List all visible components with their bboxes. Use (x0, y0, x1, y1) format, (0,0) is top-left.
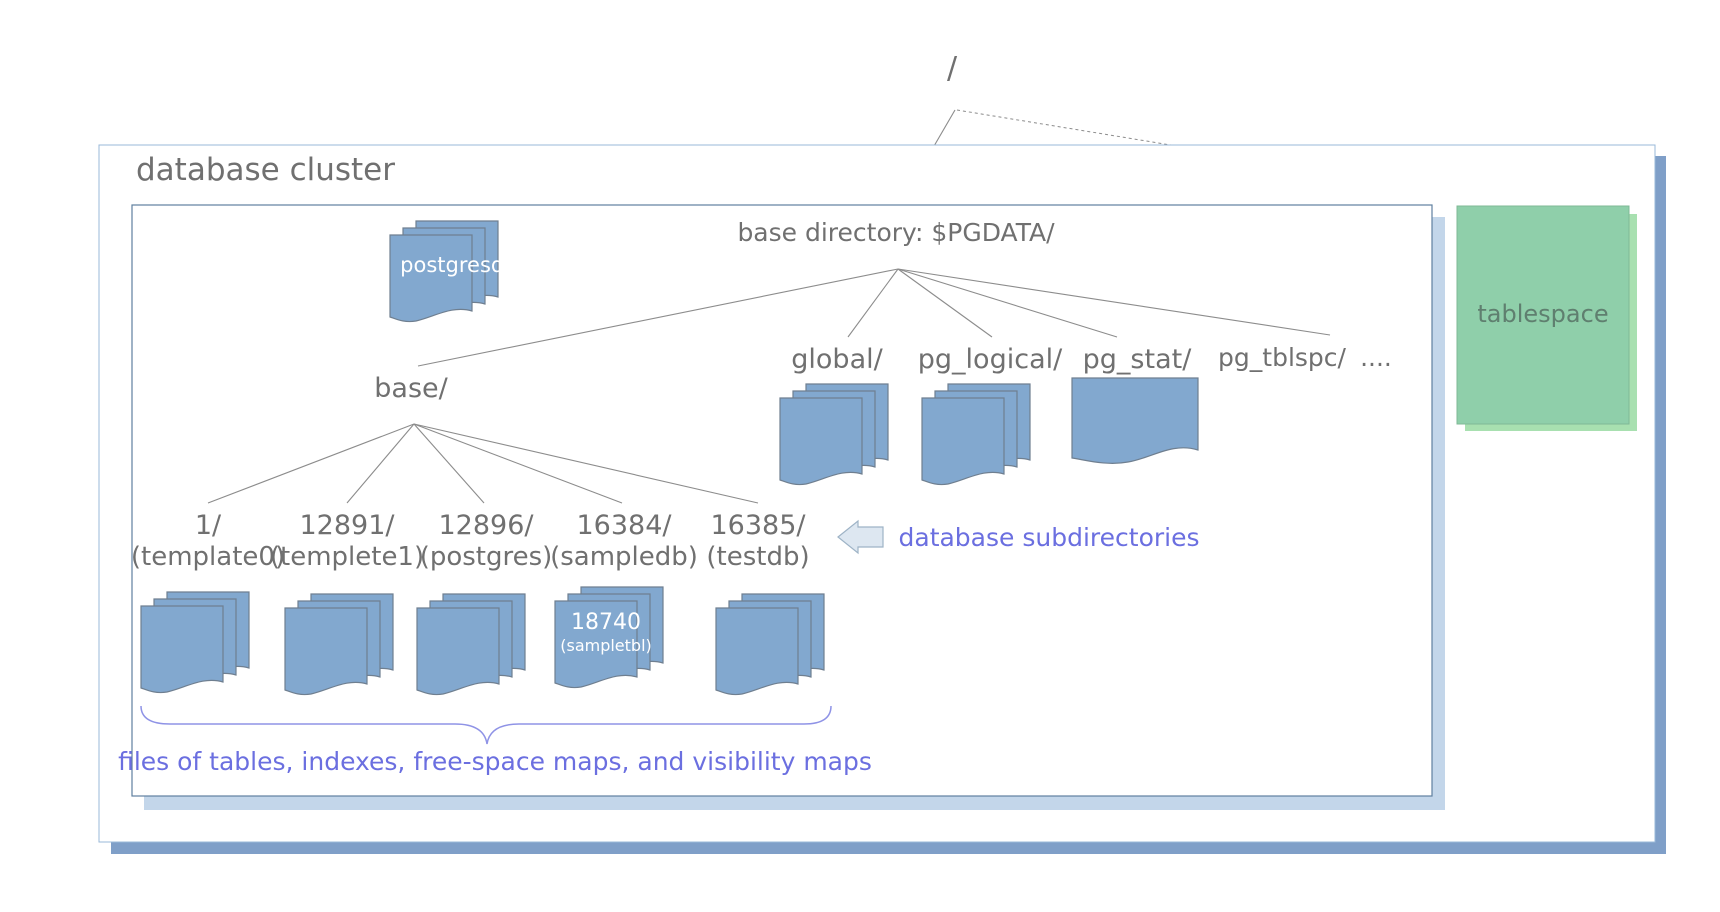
database-subdir-oid: 12891/ (300, 510, 396, 541)
sampletbl-file-name: (sampletbl) (560, 636, 652, 655)
files-annotation: files of tables, indexes, free-space map… (118, 747, 872, 776)
database-cluster-title: database cluster (136, 152, 395, 188)
database-subdir-oid: 1/ (195, 510, 222, 541)
subdir-global-label: global/ (791, 344, 883, 375)
subdir-pg-stat-label: pg_stat/ (1083, 344, 1193, 375)
subdir-pg-tblspc-label: pg_tblspc/ (1218, 343, 1346, 372)
database-subdir-1: 1/ (template0) (131, 510, 285, 572)
root-directory-label: / (947, 51, 958, 86)
pgdata-subdir-edges (417, 268, 1331, 367)
tablespace-box (1456, 205, 1637, 431)
database-subdirectories-annotation: database subdirectories (899, 523, 1200, 552)
database-subdir-12896: 12896/ (postgres) (420, 510, 553, 572)
database-subdir-16385: 16385/ (testdb) (706, 510, 809, 572)
subdir-more-label: .... (1360, 343, 1392, 372)
database-subdir-12891: 12891/ (templete1) (270, 510, 424, 572)
database-subdir-name: (sampledb) (550, 542, 698, 572)
database-subdir-name: (testdb) (706, 542, 809, 572)
database-subdir-oid: 16384/ (577, 510, 673, 541)
base-directory-label: base directory: $PGDATA/ (737, 218, 1055, 247)
postgresql-conf-label: postgresql.conf (400, 253, 562, 277)
tablespace-label: tablespace (1477, 300, 1608, 328)
database-subdir-oid: 16385/ (711, 510, 807, 541)
database-subdir-16384: 16384/ (sampledb) (550, 510, 698, 572)
database-subdir-name: (templete1) (270, 542, 424, 572)
subdir-pg-logical-label: pg_logical/ (918, 344, 1063, 375)
sampletbl-file-oid: 18740 (571, 610, 641, 635)
base-subdir-edges (207, 423, 759, 504)
database-subdir-name: (postgres) (420, 542, 553, 572)
database-subdir-oid: 12896/ (439, 510, 535, 541)
left-arrow-icon (837, 519, 884, 555)
subdir-base-label: base/ (374, 373, 448, 404)
curly-brace-icon (140, 705, 832, 745)
database-subdir-name: (template0) (131, 542, 285, 572)
pgdata-box (131, 204, 1445, 810)
